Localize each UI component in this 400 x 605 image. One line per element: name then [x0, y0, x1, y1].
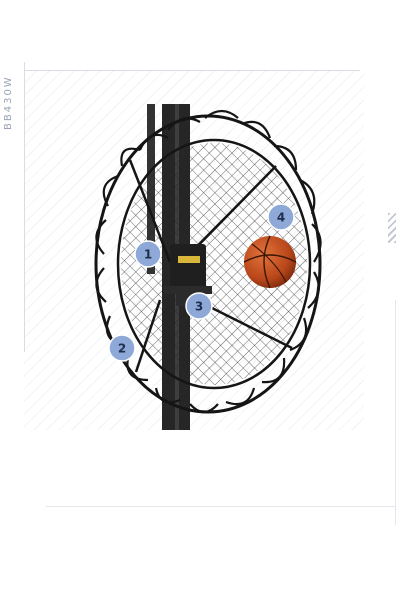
callout-3-label: 3	[195, 300, 203, 314]
callout-2: 2	[108, 334, 136, 362]
callout-1: 1	[134, 240, 162, 268]
divider-line	[24, 62, 25, 352]
spring-loops	[95, 109, 322, 414]
callout-4: 4	[267, 203, 295, 231]
support-arms	[128, 159, 293, 373]
divider-line	[46, 506, 396, 507]
callout-2-label: 2	[118, 342, 126, 356]
callout-3: 3	[185, 292, 213, 320]
basketball	[243, 235, 297, 289]
callout-1-label: 1	[144, 248, 152, 262]
divider-line	[395, 300, 396, 525]
callout-4-label: 4	[277, 211, 285, 225]
divider-line	[24, 70, 360, 71]
decorative-stripes	[388, 213, 396, 243]
